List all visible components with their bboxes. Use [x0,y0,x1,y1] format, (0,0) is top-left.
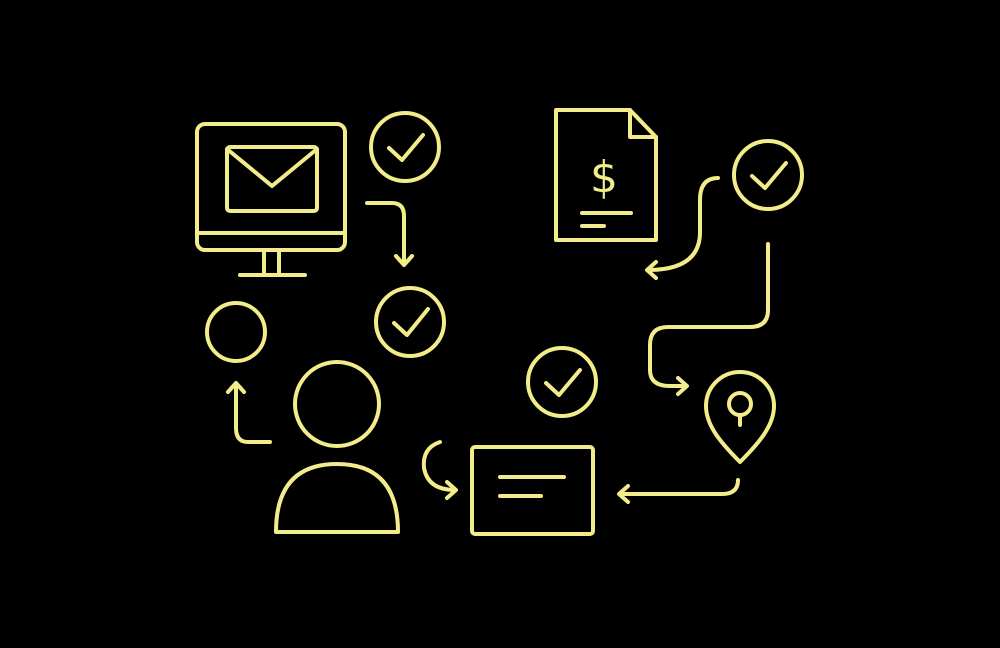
location-pin-icon [704,370,776,464]
check-circle-icon [374,286,446,358]
user-icon [274,360,400,534]
invoice-document-icon [554,108,658,242]
arrow-down-icon [365,201,414,267]
check-circle-icon [526,346,598,418]
arrow-left-icon [617,478,740,504]
arrow-up-icon [226,381,272,444]
arrow-right-icon [421,440,458,500]
card-icon [470,445,595,536]
computer-monitor-icon [195,122,347,277]
arrow-path-icon [648,242,770,396]
dollar-sign: $ [590,152,618,203]
check-circle-icon [732,139,804,211]
empty-circle-icon [205,301,267,363]
arrow-left-icon [645,176,720,280]
check-circle-icon [369,111,441,183]
